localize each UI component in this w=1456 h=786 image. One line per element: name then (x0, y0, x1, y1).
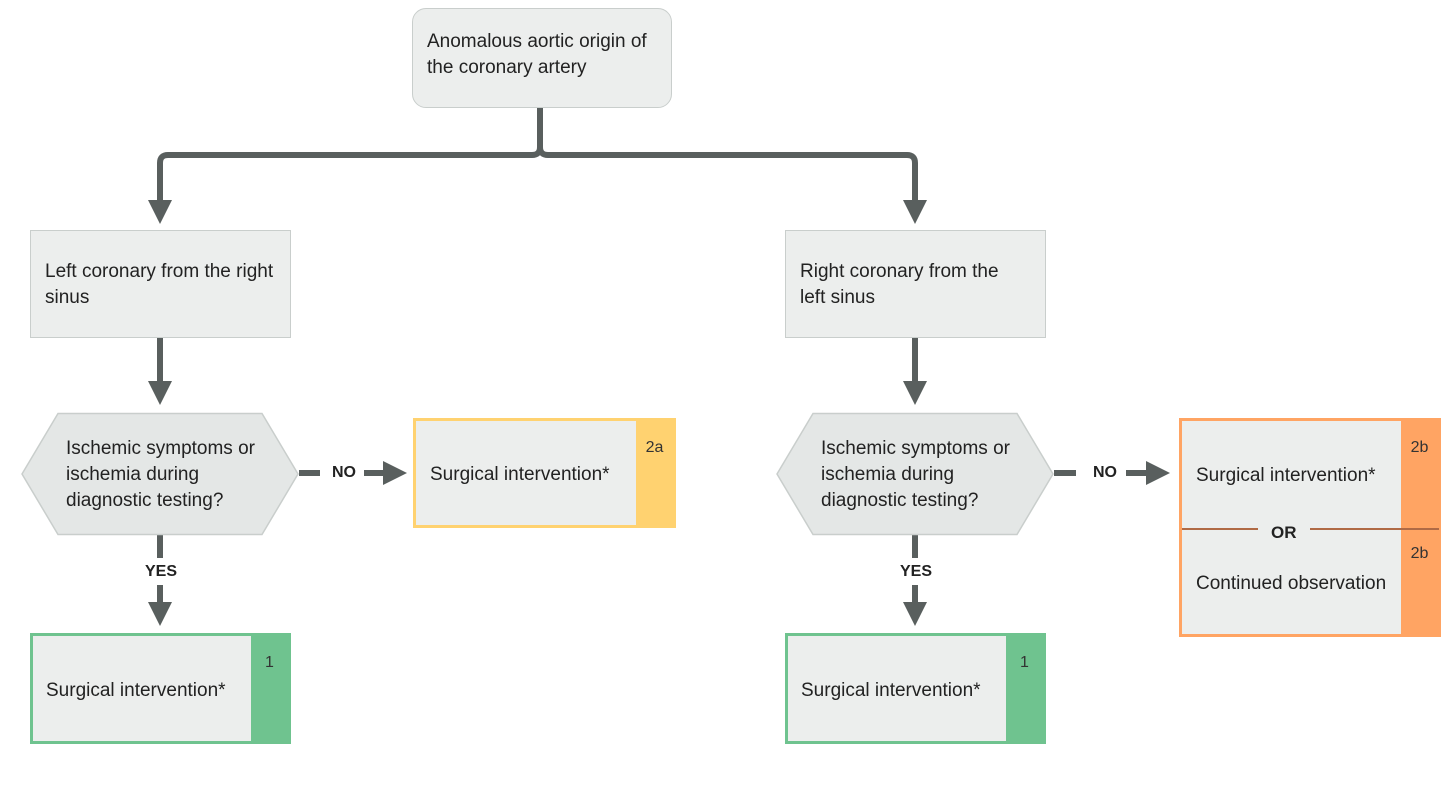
class-strip (1006, 636, 1043, 741)
right-yes-outcome-text: Surgical intervention* (801, 680, 981, 701)
class-strip (251, 636, 288, 741)
left-yes-outcome: 1 Surgical intervention* (30, 633, 291, 744)
left-yes-label: YES (145, 563, 178, 580)
right-branch-title: Right coronary from the left sinus (785, 230, 1046, 338)
left-decision: Ischemic symptoms or ischemia during dia… (20, 412, 300, 536)
root-node: Anomalous aortic origin of the coronary … (412, 8, 672, 108)
right-no-outcome: 2b 2b Surgical intervention* OR Continue… (1179, 418, 1441, 637)
or-divider-right (1310, 528, 1439, 530)
or-separator: OR (1271, 523, 1297, 542)
right-yes-label: YES (900, 563, 933, 580)
class-badge-option-b: 2b (1410, 545, 1429, 562)
class-strip (1401, 421, 1438, 634)
class-badge-option-a: 2b (1410, 439, 1429, 456)
class-badge: 1 (1020, 654, 1029, 671)
left-branch-title: Left coronary from the right sinus (30, 230, 291, 338)
option-a-text: Surgical intervention* (1196, 465, 1376, 486)
right-branch-title-text: Right coronary from the left sinus (800, 261, 999, 308)
right-decision-text: Ischemic symptoms or ischemia during dia… (821, 438, 1010, 511)
left-no-outcome-text: Surgical intervention* (430, 464, 610, 485)
class-strip (636, 421, 673, 525)
class-badge: 2a (645, 439, 664, 456)
connector-root-to-left (148, 108, 543, 224)
left-branch-title-text: Left coronary from the right sinus (45, 261, 274, 308)
left-decision-text: Ischemic symptoms or ischemia during dia… (66, 438, 255, 511)
or-divider-left (1182, 528, 1258, 530)
right-yes-outcome: 1 Surgical intervention* (785, 633, 1046, 744)
connector-root-to-right (537, 146, 927, 224)
option-b-text: Continued observation (1196, 573, 1387, 594)
right-no-label: NO (1093, 464, 1117, 481)
class-badge: 1 (265, 654, 274, 671)
root-node-text: Anomalous aortic origin of the coronary … (427, 31, 647, 78)
left-no-label: NO (332, 464, 356, 481)
right-decision: Ischemic symptoms or ischemia during dia… (775, 412, 1055, 536)
left-no-outcome: 2a Surgical intervention* (413, 418, 676, 528)
left-yes-outcome-text: Surgical intervention* (46, 680, 226, 701)
